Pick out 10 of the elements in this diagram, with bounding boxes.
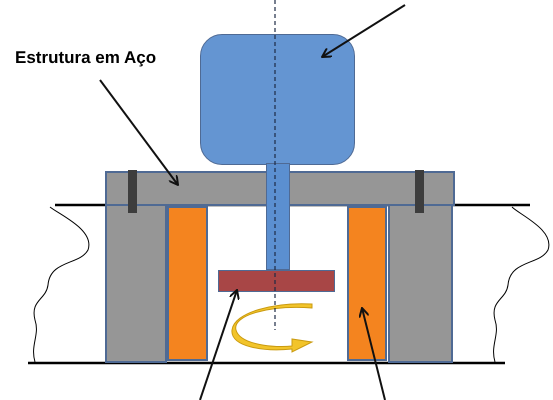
vertical-bar <box>167 206 208 361</box>
vertical-bar <box>347 206 387 361</box>
leader-line <box>358 307 386 400</box>
leader-line <box>199 289 240 400</box>
motor-housing <box>200 34 355 165</box>
shaft <box>266 163 290 270</box>
part-label: Estrutura em Aço <box>15 48 190 74</box>
disc-plate <box>218 270 335 292</box>
leader-line <box>99 79 179 186</box>
leader-line <box>321 4 406 58</box>
